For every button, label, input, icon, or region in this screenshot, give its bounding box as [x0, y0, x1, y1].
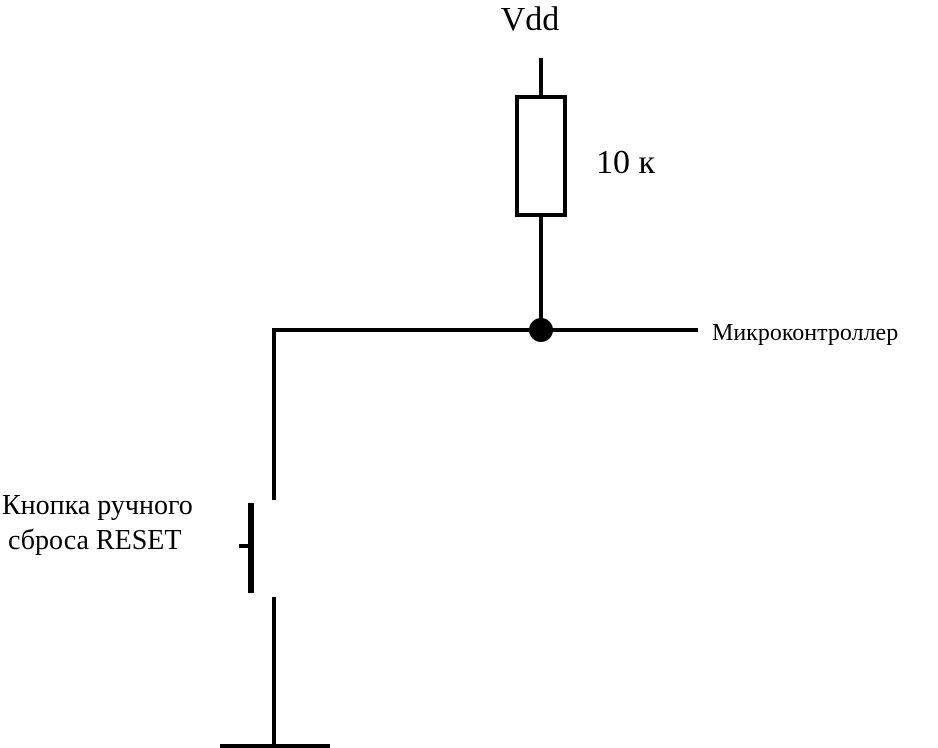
- resistor: [515, 95, 567, 217]
- resistor-value-label: 10 к: [596, 144, 656, 181]
- button-label-line2: сброса RESET: [8, 525, 181, 556]
- output-label: Микроконтроллер: [712, 320, 898, 346]
- supply-label: Vdd: [501, 1, 560, 38]
- button-label-line1: Кнопка ручного: [2, 490, 193, 521]
